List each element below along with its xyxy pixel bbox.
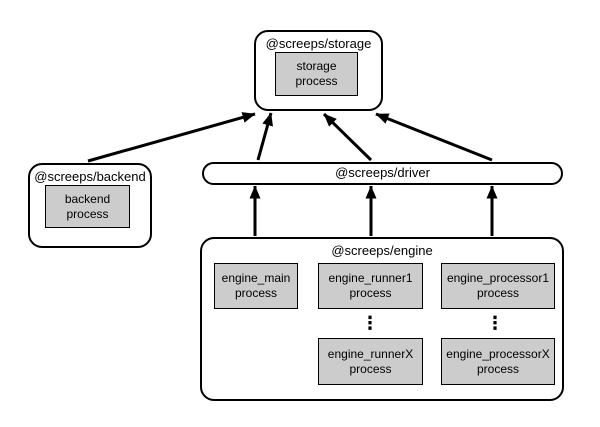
- arrow-driver-to-storage: [256, 112, 273, 161]
- arrow-driver-to-storage: [375, 112, 493, 162]
- process-box-engine-runner1: engine_runner1 process: [318, 263, 423, 309]
- node-backend: @screeps/backend backend process: [28, 163, 152, 248]
- arrow-driver-to-storage: [322, 112, 373, 162]
- node-engine-label: @screeps/engine: [331, 243, 433, 258]
- process-box-backend: backend process: [45, 185, 130, 228]
- vertical-ellipsis-processor: ⋮: [486, 313, 504, 333]
- node-driver: @screeps/driver: [202, 162, 563, 185]
- process-box-engine-runnerX: engine_runnerX process: [318, 338, 423, 385]
- node-backend-label: @screeps/backend: [34, 169, 146, 184]
- process-box-engine-processor1: engine_processor1 process: [441, 263, 555, 309]
- process-box-engine-main: engine_main process: [214, 263, 298, 309]
- node-storage: @screeps/storage storage process: [254, 30, 383, 111]
- vertical-ellipsis-runner: ⋮: [361, 313, 379, 333]
- node-engine: @screeps/engine engine_main process engi…: [200, 237, 564, 401]
- node-driver-label: @screeps/driver: [335, 165, 430, 181]
- process-box-engine-processorX: engine_processorX process: [441, 338, 555, 385]
- process-box-storage: storage process: [275, 52, 358, 96]
- node-storage-label: @screeps/storage: [265, 36, 372, 51]
- arrow-backend-to-storage: [87, 112, 256, 163]
